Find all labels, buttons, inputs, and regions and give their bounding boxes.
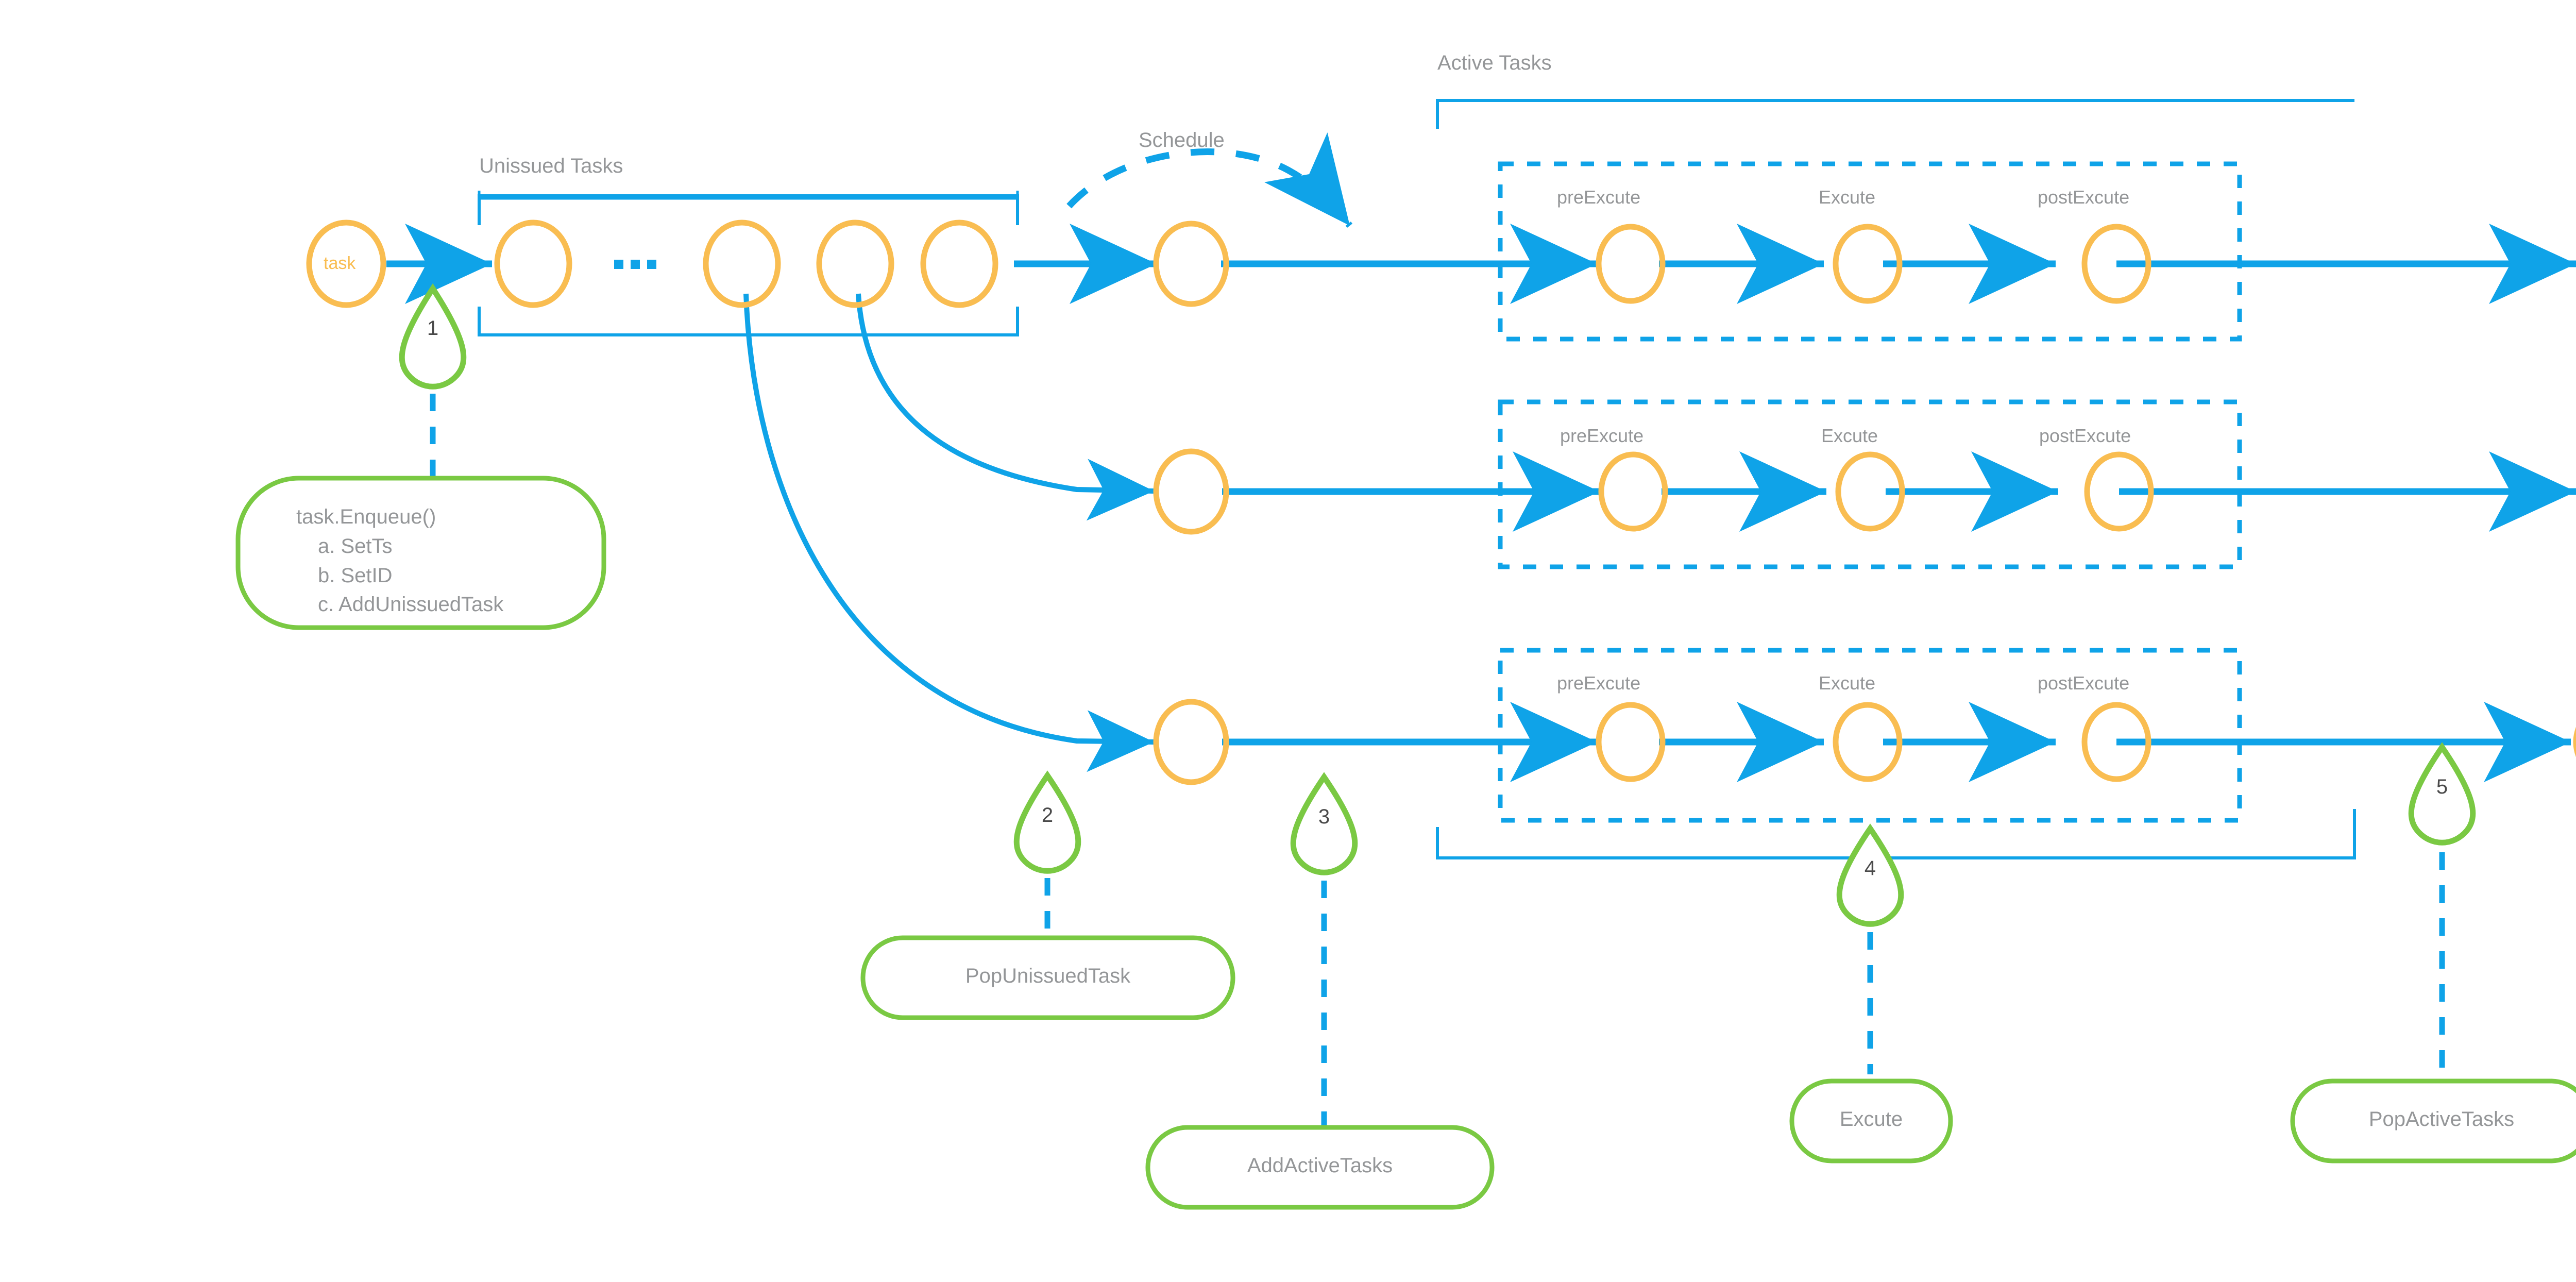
callout-enqueue-step-a: a. SetTs: [318, 534, 393, 558]
callout-pop-unissued-box[interactable]: [860, 935, 1235, 1020]
row-3-entry-node[interactable]: [1153, 699, 1229, 785]
row-1-exec-label: Excute: [1819, 187, 1876, 208]
marker-4-teardrop[interactable]: [1836, 823, 1904, 927]
row-1-pre-node[interactable]: [1596, 224, 1666, 304]
callout-enqueue-step-c: c. AddUnissuedTask: [318, 593, 504, 616]
unissued-tasks-label: Unissued Tasks: [479, 155, 623, 177]
marker-3-teardrop[interactable]: [1290, 772, 1358, 875]
row-1-entry-node[interactable]: [1153, 221, 1229, 307]
marker-1-teardrop[interactable]: [399, 283, 467, 390]
active-tasks-label: Active Tasks: [1437, 52, 1552, 74]
callout-pop-unissued-label: PopUnissuedTask: [965, 965, 1131, 987]
unissued-node-4[interactable]: [920, 220, 998, 308]
schedule-label: Schedule: [1139, 129, 1225, 151]
edge-queue-to-row2-curve: [856, 293, 1155, 521]
row-2-exec-label: Excute: [1821, 425, 1878, 446]
schedule-dashed-arrow: [1066, 132, 1353, 228]
row-1-post-label: postExcute: [2038, 187, 2130, 208]
active-tasks-bracket: [1436, 99, 2356, 859]
marker-4-number: 4: [1864, 857, 1876, 880]
row-3-exec-label: Excute: [1819, 672, 1876, 694]
unissued-node-3[interactable]: [816, 220, 894, 308]
callout-add-active-box[interactable]: [1145, 1125, 1495, 1210]
callout-pop-active-box[interactable]: [2290, 1078, 2576, 1163]
unissued-node-1[interactable]: [494, 220, 572, 308]
callout-excute-label: Excute: [1839, 1108, 1903, 1131]
row-3-pre-node[interactable]: [1596, 702, 1666, 782]
queue-ellipsis-dots: [614, 260, 656, 269]
row-1-post-node[interactable]: [2081, 224, 2151, 304]
marker-leader-lines: [430, 361, 2445, 1159]
marker-5-number: 5: [2436, 775, 2448, 798]
row-1-dashed-box: [1498, 161, 2242, 342]
callout-pop-active-label: PopActiveTasks: [2368, 1108, 2515, 1131]
marker-3-number: 3: [1318, 805, 1330, 828]
callout-excute-box[interactable]: [1789, 1078, 1953, 1163]
marker-5-teardrop[interactable]: [2408, 742, 2476, 846]
row-3-pre-label: preExcute: [1557, 672, 1641, 694]
row-1-exec-node[interactable]: [1833, 224, 1903, 304]
row-3-post-label: postExcute: [2038, 672, 2130, 694]
callout-enqueue-step-b: b. SetID: [318, 564, 393, 587]
edge-queue-to-row3-curve: [743, 293, 1155, 772]
callout-add-active-label: AddActiveTasks: [1247, 1154, 1393, 1177]
callout-enqueue-box[interactable]: [235, 476, 606, 630]
callout-enqueue-content: task.Enqueue() a. SetTs b. SetID c. AddU…: [296, 502, 503, 619]
task-node-label: task: [324, 254, 356, 273]
row-2-pre-label: preExcute: [1560, 425, 1644, 446]
task-node[interactable]: [306, 220, 386, 308]
row-3-exec-node[interactable]: [1833, 702, 1903, 782]
marker-2-teardrop[interactable]: [1013, 770, 1081, 874]
row-2-entry-node[interactable]: [1153, 448, 1229, 535]
row-2-exec-node[interactable]: [1835, 451, 1905, 532]
marker-2-number: 2: [1041, 804, 1054, 826]
row-3-post-node[interactable]: [2081, 702, 2151, 782]
row-2-post-label: postExcute: [2039, 425, 2131, 446]
row-1-pre-label: preExcute: [1557, 187, 1641, 208]
row-2-post-node[interactable]: [2084, 451, 2154, 532]
row-2-pre-node[interactable]: [1598, 451, 1668, 532]
marker-1-number: 1: [427, 317, 439, 340]
row-2-dashed-box: [1498, 399, 2242, 569]
callout-enqueue-title: task.Enqueue(): [296, 505, 436, 528]
unissued-node-2[interactable]: [703, 220, 781, 308]
